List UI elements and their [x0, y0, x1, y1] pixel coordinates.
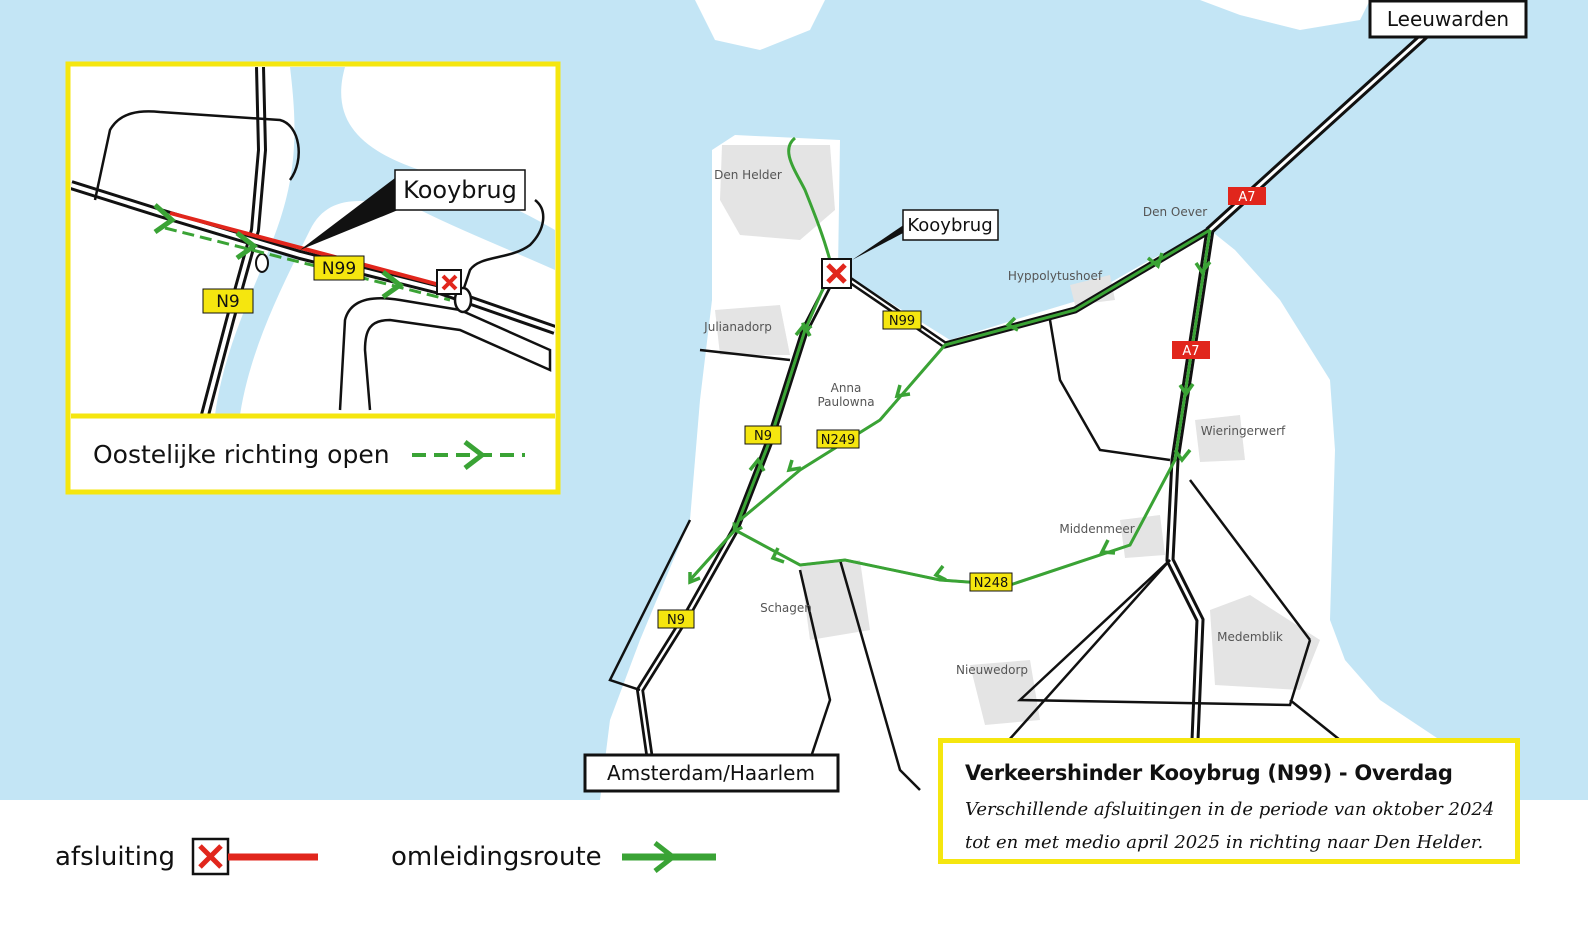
urban-wieringerwerf: [1195, 415, 1245, 462]
legend-detour-chevron-icon: [653, 841, 678, 873]
inset-open-direction: [164, 226, 451, 302]
town-nieuwedorp: Nieuwedorp: [956, 663, 1028, 677]
town-den-oever: Den Oever: [1143, 205, 1207, 219]
closure-marker: [821, 258, 852, 289]
road-signs: A7 A7 N99 N9 N249 N9 N248: [657, 187, 1266, 629]
urban-middenmeer: [1120, 515, 1165, 558]
chevron-icon: [748, 456, 766, 472]
town-anna-paulowna-1: Anna: [831, 381, 862, 395]
urban-den-helder: [720, 145, 835, 240]
town-hyppolytushoef: Hyppolytushoef: [1008, 269, 1103, 283]
detour-n9-south: [688, 528, 737, 582]
chevron-icon: [688, 572, 701, 585]
chevron-icon: [794, 321, 812, 337]
destination-amsterdam-label: Amsterdam/Haarlem: [607, 761, 815, 785]
inset-map: Kooybrug N99 N9 Oostelijke richting open: [65, 61, 561, 495]
chevron-icon: [770, 547, 785, 564]
road-east-loop: [1189, 479, 1311, 641]
inset-kooybrug-label: Kooybrug: [403, 176, 517, 204]
inset-roundabout-small: [255, 253, 269, 273]
detour-chevrons: [688, 252, 1212, 585]
info-line-2: tot en met medio april 2025 in richting …: [965, 832, 1484, 853]
inset-closure-icon: [441, 274, 458, 291]
town-middenmeer: Middenmeer: [1059, 522, 1134, 536]
urban-medemblik: [1210, 595, 1320, 690]
road-central-north: [1048, 319, 1171, 462]
inset-chevron-icon: [235, 231, 259, 261]
kooybrug-callout: Kooybrug: [852, 209, 999, 260]
sign-n248: N248: [974, 576, 1009, 591]
town-wieringerwerf: Wieringerwerf: [1201, 424, 1286, 438]
sign-a7-south: A7: [1182, 344, 1199, 359]
inset-chevron-icon: [381, 270, 405, 300]
inset-caption: Oostelijke richting open: [93, 440, 390, 469]
chevron-icon: [1099, 539, 1116, 555]
urban-nieuwedorp: [970, 660, 1040, 725]
destination-leeuwarden-label: Leeuwarden: [1387, 7, 1509, 31]
land-top-center: [695, 0, 825, 50]
sign-n9-north: N9: [754, 429, 772, 444]
sign-n249: N249: [821, 433, 856, 448]
town-den-helder: Den Helder: [714, 168, 782, 182]
legend: afsluiting omleidingsroute: [55, 837, 716, 876]
info-title: Verkeershinder Kooybrug (N99) - Overdag: [965, 761, 1453, 785]
inset-sign-n99: N99: [322, 259, 356, 279]
info-line-1: Verschillende afsluitingen in de periode…: [965, 799, 1495, 820]
chevron-icon: [1173, 448, 1192, 463]
chevron-icon: [786, 459, 802, 473]
chevron-icon: [933, 564, 947, 582]
inset-road-n9-inner: [203, 67, 265, 415]
road-medemblik: [1016, 559, 1341, 741]
detour-n99-east: [739, 228, 1211, 522]
chevron-icon: [1146, 252, 1164, 269]
town-schagen: Schagen: [760, 601, 812, 615]
urban-hyppolytushoef: [1070, 275, 1115, 305]
legend-closure-icon: [198, 844, 223, 869]
chevron-icon: [1194, 260, 1212, 275]
inset-water-channel: [215, 67, 555, 415]
detour-den-helder-branch: [787, 136, 834, 269]
inset-closure-line: [169, 211, 441, 287]
chevron-icon: [1005, 316, 1019, 332]
inset-caption-symbol: [412, 440, 525, 470]
chevron-icon: [894, 384, 911, 399]
kooybrug-label: Kooybrug: [907, 215, 992, 236]
destination-leeuwarden: Leeuwarden: [1368, 0, 1528, 39]
chevron-icon: [1178, 382, 1195, 398]
town-labels: Den Helder Den Oever Hyppolytushoef Juli…: [703, 168, 1286, 677]
sign-a7-north: A7: [1238, 190, 1255, 205]
town-medemblik: Medemblik: [1217, 630, 1283, 644]
sign-n9-south: N9: [667, 613, 685, 628]
inset-road-east-loop: [458, 199, 545, 301]
inset-road-loop: [93, 110, 300, 201]
inset-road-n99-inner: [71, 183, 555, 332]
town-anna-paulowna-2: Paulowna: [817, 395, 874, 409]
land-top-right: [1200, 0, 1370, 30]
urban-schagen: [800, 560, 870, 640]
inset-sign-n9: N9: [216, 292, 240, 312]
road-schagen-south: [838, 559, 921, 791]
inset-road-south-loop: [338, 296, 552, 411]
info-box: Verkeershinder Kooybrug (N99) - Overdag …: [938, 738, 1520, 864]
legend-detour-label: omleidingsroute: [391, 842, 602, 872]
sign-n99: N99: [889, 314, 915, 329]
inset-callout-pointer: [300, 178, 398, 250]
legend-closure-label: afsluiting: [55, 842, 175, 872]
destination-amsterdam: Amsterdam/Haarlem: [583, 753, 840, 793]
town-julianadorp: Julianadorp: [703, 320, 772, 334]
inset-chevron-icon: [153, 203, 177, 235]
